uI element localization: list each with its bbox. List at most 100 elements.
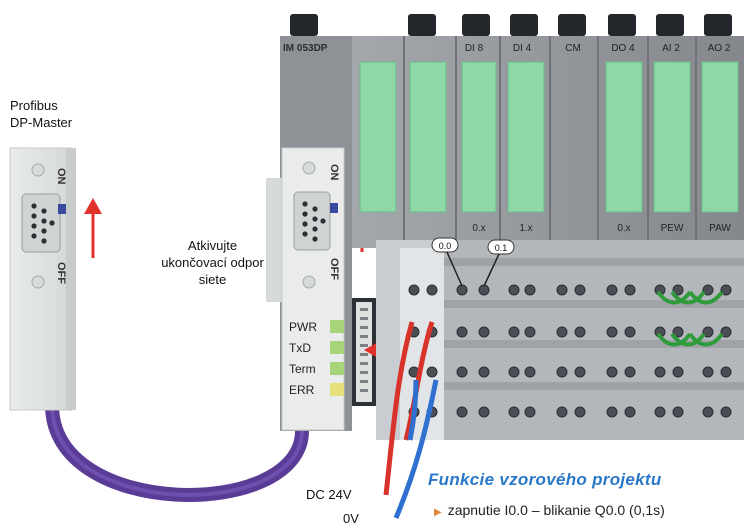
terminal-screw [606, 326, 618, 338]
terminal-screw [408, 284, 420, 296]
arrow-up-icon [84, 198, 102, 214]
profibus-master-device: ON OFF [9, 147, 102, 411]
pwr-led [330, 320, 344, 333]
terminal-screw [654, 406, 666, 418]
master-switch-on: ON [55, 168, 67, 185]
terminal-screw [720, 366, 732, 378]
module-address-di8: 0.x [472, 223, 485, 234]
err-led [330, 383, 344, 396]
terminal-screw [524, 366, 536, 378]
terminal-screw [556, 406, 568, 418]
module-label-ao2: AO 2 [708, 43, 731, 54]
terminal-screw [456, 366, 468, 378]
terminal-screw [606, 366, 618, 378]
terminal-tag-1: 0.1 [495, 243, 508, 253]
green-strips [359, 61, 739, 213]
master-label-line2: DP-Master [10, 115, 73, 130]
terminal-screw [624, 326, 636, 338]
terminal-screw [606, 406, 618, 418]
terminal-screw [654, 366, 666, 378]
terminal-screw [624, 406, 636, 418]
terminator-note: Atkivujte ukončovací odpor siete [140, 237, 285, 288]
terminal-screw [702, 366, 714, 378]
im-switch-on: ON [328, 164, 340, 181]
terminal-tag-0: 0.0 [439, 241, 452, 251]
module-address-ai2: PEW [661, 223, 684, 234]
functions-title: Funkcie vzorového projektu [428, 470, 662, 489]
terminal-screw [702, 284, 714, 296]
power-wire-red [383, 321, 415, 496]
terminal-screw [456, 326, 468, 338]
module-address-do4: 0.x [617, 223, 630, 234]
io-module-rail: DI 8 DI 4 CM DO 4 AI 2 AO 2 0.x 1.x 0.x … [290, 14, 744, 248]
terminal-screw [702, 326, 714, 338]
module-address-di4: 1.x [519, 223, 532, 234]
terminal-screw [508, 326, 520, 338]
terminal-screw [524, 326, 536, 338]
terminal-screw [478, 284, 490, 296]
terminal-screws [408, 284, 732, 418]
led-label-term: Term [289, 362, 316, 376]
green-jumpers [656, 290, 724, 347]
terminator-note-line1: Atkivujte [187, 238, 238, 253]
dc-24v-label: DC 24V [306, 487, 352, 502]
terminal-screw [574, 406, 586, 418]
terminal-screw [524, 406, 536, 418]
terminal-screw [574, 366, 586, 378]
terminal-screw [574, 284, 586, 296]
module-label-di4: DI 4 [513, 43, 532, 54]
module-label-di8: DI 8 [465, 43, 484, 54]
bullet-icon: ▶ [434, 507, 442, 518]
module-label-ai2: AI 2 [662, 43, 680, 54]
terminal-screw [456, 284, 468, 296]
terminator-switch-im[interactable] [330, 203, 338, 213]
led-label-pwr: PWR [289, 320, 317, 334]
terminal-screw [556, 326, 568, 338]
terminal-screw [720, 326, 732, 338]
power-wire-blue [393, 379, 439, 519]
function-item: ▶ zapnutie I0.0 – blikanie Q0.0 (0,1s) [434, 502, 665, 518]
terminal-screw [672, 406, 684, 418]
terminal-screw [524, 284, 536, 296]
terminal-screw [720, 284, 732, 296]
module-label-do4: DO 4 [611, 43, 635, 54]
terminal-screw [478, 366, 490, 378]
terminator-switch-master[interactable] [58, 204, 66, 214]
master-label-line1: Profibus [10, 98, 58, 113]
terminal-screw [426, 366, 438, 378]
terminal-screw [478, 406, 490, 418]
terminator-note-line3: siete [198, 272, 227, 287]
master-switch-off: OFF [55, 262, 67, 284]
power-wire-blue-2 [407, 379, 419, 441]
terminal-screw [456, 406, 468, 418]
profibus-cable-highlight [50, 403, 304, 497]
terminal-screw [702, 406, 714, 418]
term-led [330, 362, 344, 375]
txd-led [330, 341, 344, 354]
terminal-screw [624, 284, 636, 296]
zero-v-label: 0V [343, 511, 359, 526]
db9-connector-im [302, 201, 326, 242]
im-module-title: IM 053DP [283, 43, 328, 54]
arrow-left-icon [364, 342, 378, 358]
terminal-screw [720, 406, 732, 418]
terminal-screw [606, 284, 618, 296]
terminal-screw [508, 284, 520, 296]
module-address-ao2: PAW [709, 223, 731, 234]
function-item-text: zapnutie I0.0 – blikanie Q0.0 (0,1s) [447, 502, 665, 518]
terminal-screw [556, 366, 568, 378]
terminal-screw [672, 326, 684, 338]
db9-connector-master [31, 203, 55, 244]
terminal-screw [478, 326, 490, 338]
terminal-screw [508, 406, 520, 418]
terminal-screw [574, 326, 586, 338]
module-label-cm: CM [565, 43, 581, 54]
led-label-err: ERR [289, 383, 315, 397]
terminal-screw [508, 366, 520, 378]
terminal-screw [556, 284, 568, 296]
terminator-note-line2: ukončovací odpor [161, 255, 264, 270]
terminal-screw [624, 366, 636, 378]
im053dp-module: IM 053DP ON OFF PWR TxD Term ERR [266, 36, 410, 431]
